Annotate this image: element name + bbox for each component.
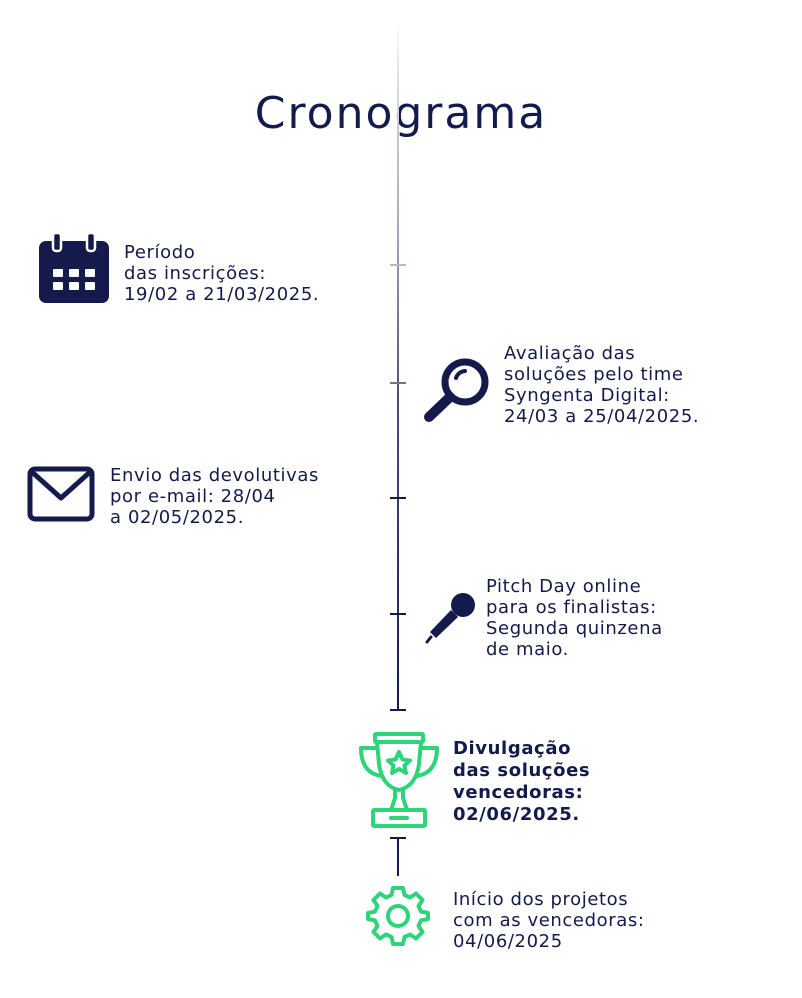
event-text: Início dos projetos com as vencedoras: 0… xyxy=(453,889,645,952)
magnifier-icon xyxy=(424,358,489,422)
timeline-tick xyxy=(390,613,406,615)
calendar-icon xyxy=(39,231,109,303)
event-text: Período das inscrições: 19/02 a 21/03/20… xyxy=(124,242,320,305)
timeline-line xyxy=(397,20,399,710)
timeline-line xyxy=(397,838,399,876)
event-text: Pitch Day online para os finalistas: Seg… xyxy=(486,576,663,660)
timeline-tick xyxy=(390,382,406,384)
event-text: Divulgação das soluções vencedoras: 02/0… xyxy=(453,738,591,825)
timeline-tick xyxy=(390,264,406,266)
timeline-tick xyxy=(390,497,406,499)
page-title: Cronograma xyxy=(254,88,548,139)
envelope-icon xyxy=(27,466,95,522)
event-text: Avaliação das soluções pelo time Syngent… xyxy=(504,343,700,427)
trophy-icon xyxy=(359,732,439,828)
gear-icon xyxy=(366,886,430,946)
event-text: Envio das devolutivas por e-mail: 28/04 … xyxy=(110,465,320,528)
microphone-icon xyxy=(425,593,475,644)
timeline-tick xyxy=(390,709,406,711)
